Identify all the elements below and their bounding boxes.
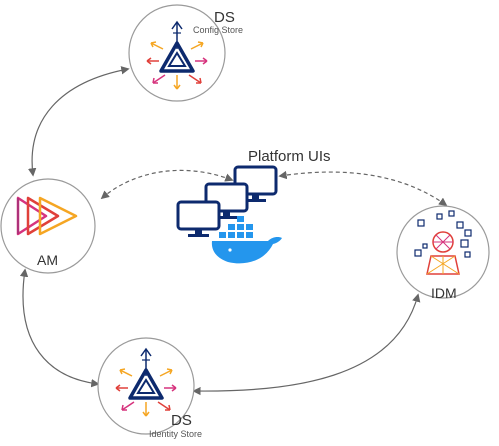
- platform-icon: [176, 165, 278, 237]
- connector-am-ds-identity: [19, 268, 100, 388]
- ds-icon: [115, 347, 177, 417]
- docker-whale-icon: [211, 216, 282, 264]
- connector-am-platform: [100, 169, 234, 200]
- platform-title: Platform UIs: [248, 148, 331, 165]
- connector-platform-idm: [278, 170, 448, 206]
- ds-config-title: DS: [214, 9, 235, 26]
- idm-icon: [414, 210, 472, 275]
- ds-config-subtitle: Config Store: [193, 25, 244, 35]
- monitor-icon: [176, 200, 221, 237]
- idm-title: IDM: [431, 285, 457, 301]
- ds-identity-title: DS: [171, 412, 192, 429]
- ds-identity-subtitle: Identity Store: [149, 429, 203, 439]
- idm-node: [396, 205, 490, 299]
- am-icon: [16, 196, 78, 236]
- am-title: AM: [37, 252, 58, 268]
- ds-identity-node: [97, 337, 195, 435]
- connector-ds-config-am: [27, 66, 130, 177]
- ds-config-node: [128, 4, 226, 102]
- connector-ds-identity-idm: [192, 293, 421, 396]
- am-node: [0, 178, 96, 274]
- ds-icon: [146, 20, 208, 90]
